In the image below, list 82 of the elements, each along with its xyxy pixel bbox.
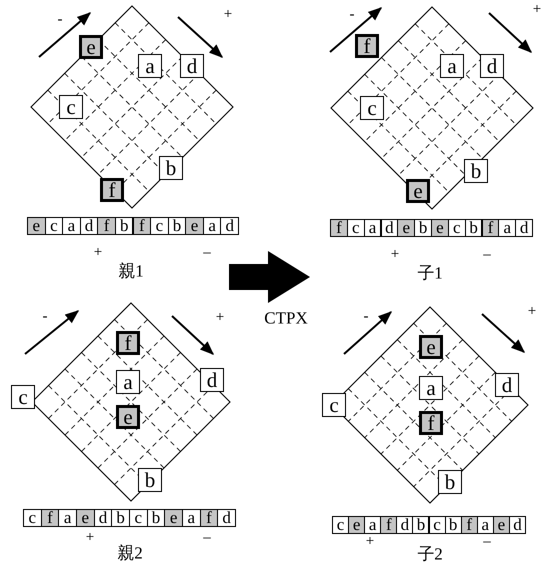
sequence-cell: e: [492, 516, 510, 534]
sequence-cell: d: [508, 516, 526, 534]
sequence-cell: a: [58, 509, 77, 527]
operator-label: CTPX: [264, 310, 308, 326]
sequence-cell: c: [346, 219, 365, 237]
sign-label: -: [58, 12, 62, 28]
sequence-cell: f: [380, 516, 398, 534]
sequence-cell: e: [164, 509, 183, 527]
letter-box: c: [322, 393, 346, 417]
sign-label: –: [203, 530, 211, 546]
sequence-cell: c: [150, 217, 169, 235]
letter-box: e: [406, 179, 430, 203]
sequence-cell: a: [62, 217, 81, 235]
sign-label: -: [350, 8, 354, 22]
letter-box: d: [495, 373, 519, 397]
letter-box: a: [116, 370, 140, 394]
letter-box: e: [116, 405, 140, 429]
sequence-cell: e: [185, 217, 204, 235]
sequence-cell: d: [220, 217, 239, 235]
sequence-cell: e: [27, 217, 46, 235]
sequence-cell: b: [464, 219, 482, 237]
caption: 親1: [118, 262, 144, 280]
sign-label: +: [528, 304, 536, 320]
letter-box: d: [480, 54, 504, 78]
letter-box: a: [419, 376, 443, 400]
sign-label: +: [216, 310, 224, 326]
sign-label: +: [366, 534, 374, 550]
sequence-cell: e: [348, 516, 366, 534]
letter-box: b: [159, 156, 183, 180]
letter-box: f: [100, 178, 124, 202]
sign-label: +: [86, 530, 94, 546]
sequence-cell: e: [431, 219, 449, 237]
sequence-cell: c: [448, 219, 466, 237]
letter-box: b: [138, 468, 162, 492]
sequence-cell: e: [76, 509, 95, 527]
sequence-cell: b: [444, 516, 462, 534]
sign-label: -: [42, 310, 48, 324]
letter-box: b: [464, 159, 488, 183]
sign-label: -: [364, 310, 368, 324]
sequence-cell: c: [129, 509, 148, 527]
sign-label: –: [483, 248, 491, 262]
caption: 子2: [417, 546, 443, 562]
sequence-cell: a: [182, 509, 201, 527]
sequence-cell: a: [498, 219, 516, 237]
sequence-cell: a: [476, 516, 494, 534]
sequence-cell: f: [97, 217, 116, 235]
letter-box: d: [180, 54, 204, 78]
sequence-cell: c: [332, 516, 350, 534]
sequence-cell: a: [364, 219, 382, 237]
sequence-cell: e: [397, 219, 416, 237]
letter-box: c: [59, 95, 83, 119]
sequence-cell: d: [396, 516, 414, 534]
sequence-cell: d: [217, 509, 236, 527]
sequence-cell: b: [114, 217, 134, 235]
sequence-cell: c: [428, 516, 446, 534]
caption: 親2: [117, 544, 143, 562]
sequence-cell: c: [23, 509, 42, 527]
letter-box: f: [355, 34, 379, 58]
sign-label: +: [94, 246, 102, 260]
sequence-cell: a: [364, 516, 382, 534]
sign-label: –: [203, 246, 211, 260]
sequence-cell: b: [111, 509, 130, 527]
letter-box: c: [360, 96, 384, 120]
letter-box: d: [200, 368, 224, 392]
sequence-cell: f: [460, 516, 478, 534]
sign-label: +: [390, 248, 400, 262]
sequence-cell: f: [330, 219, 348, 237]
letter-box: e: [419, 335, 443, 359]
sign-label: +: [532, 2, 542, 18]
sequence-cell: b: [414, 219, 432, 237]
letter-box: a: [138, 54, 162, 78]
sign-label: +: [224, 8, 232, 22]
letter-box: a: [440, 54, 464, 78]
sequence-cell: d: [515, 219, 533, 237]
letter-box: c: [11, 385, 35, 409]
letter-box: f: [116, 331, 140, 355]
letter-box: e: [79, 35, 103, 59]
caption: 子1: [417, 264, 443, 282]
sign-label: –: [483, 534, 491, 550]
letter-box: f: [419, 411, 443, 435]
sequence-cell: b: [412, 516, 430, 534]
letter-box: b: [438, 470, 462, 494]
